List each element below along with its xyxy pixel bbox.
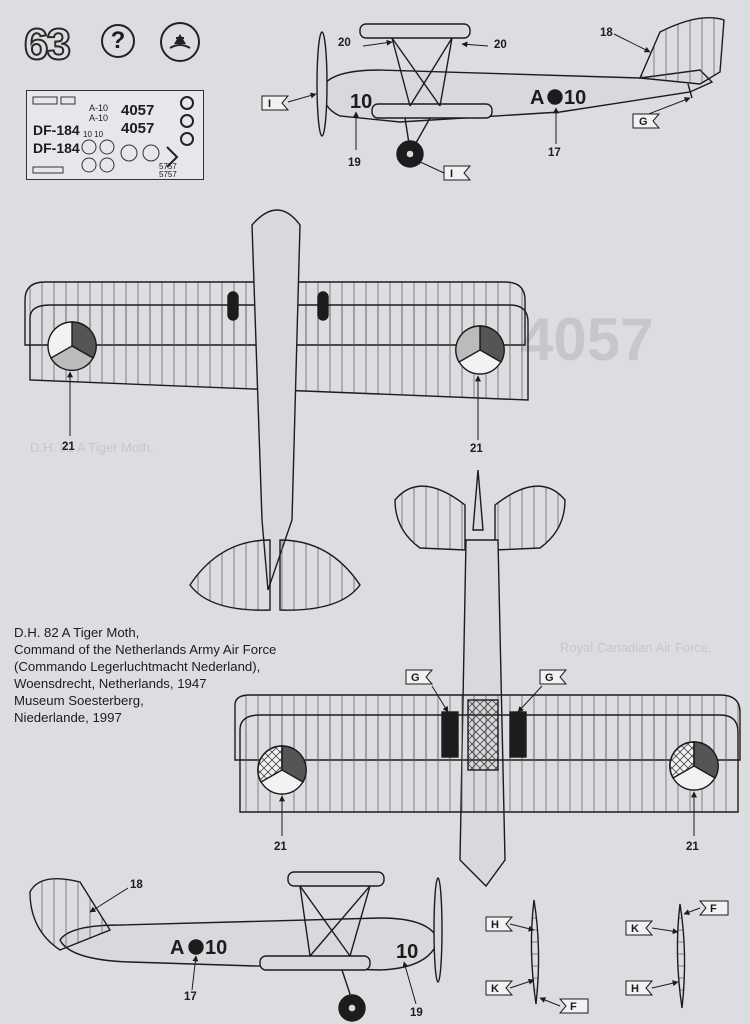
callout-20-left: 20 xyxy=(338,37,351,49)
flag-H-prop-left: H xyxy=(485,916,514,932)
color-flags: I G I G G H K xyxy=(261,95,729,1014)
callout-21-right: 21 xyxy=(470,443,483,455)
callout-19-bottom: 19 xyxy=(410,1007,423,1019)
side-view-bottom: A 10 10 xyxy=(29,871,443,1022)
caption-line-3: (Commando Legerluchtmacht Nederland), xyxy=(14,659,261,674)
callout-21-bottom-left: 21 xyxy=(274,841,287,853)
callout-17-top: 17 xyxy=(548,147,561,159)
svg-text:K: K xyxy=(631,923,639,935)
leader-lines xyxy=(67,33,701,1007)
callout-17-bottom: 17 xyxy=(184,991,197,1003)
bleed-through-text-1: D.H. 82 A Tiger Moth, xyxy=(30,440,154,455)
svg-text:H: H xyxy=(491,919,499,931)
flag-G-wing-left: G xyxy=(405,669,434,685)
decal-tiny-3: 5757 xyxy=(159,170,177,179)
callout-21-bottom-right: 21 xyxy=(686,841,699,853)
decal-number-1: 4057 xyxy=(121,102,154,119)
side-top-code-letter: A xyxy=(530,87,544,109)
decal-icon-graphic xyxy=(169,34,191,49)
svg-text:G: G xyxy=(639,116,648,128)
decal-sheet-thumbnail: DF-184 DF-184 A-10 A-10 4057 4057 10 10 … xyxy=(26,90,204,180)
question-mark-icon: ? xyxy=(101,24,135,58)
decal-water-slide-icon xyxy=(160,22,200,62)
decal-sheet-graphic: DF-184 DF-184 A-10 A-10 4057 4057 10 10 … xyxy=(32,96,194,179)
callout-18-top: 18 xyxy=(600,27,613,39)
callout-18-bottom: 18 xyxy=(130,879,143,891)
flag-G-tail: G xyxy=(632,113,661,129)
callout-19-top: 19 xyxy=(348,157,361,169)
flag-I-wheel: I xyxy=(443,165,472,181)
flag-F-prop-right: F xyxy=(698,900,729,916)
bleed-through-number: 4057 xyxy=(520,306,654,373)
svg-text:F: F xyxy=(570,1001,577,1013)
svg-text:I: I xyxy=(450,168,453,180)
flag-I-nose: I xyxy=(261,95,290,111)
plan-view-bottom xyxy=(234,469,741,888)
flag-F-prop-left: F xyxy=(558,998,589,1014)
decal-number-2: 4057 xyxy=(121,120,154,137)
callout-20-right: 20 xyxy=(494,39,507,51)
caption-line-1: D.H. 82 A Tiger Moth, xyxy=(14,625,140,640)
flag-K-prop-right: K xyxy=(625,920,654,936)
svg-text:H: H xyxy=(631,983,639,995)
caption-line-6: Niederlande, 1997 xyxy=(14,710,122,725)
side-bottom-code-number: 10 xyxy=(205,937,227,959)
decal-tiny-1: 10 10 xyxy=(83,130,104,139)
decal-small-code-2: A-10 xyxy=(89,113,108,123)
decal-code-2: DF-184 xyxy=(33,140,80,156)
callout-21-left: 21 xyxy=(62,441,75,453)
svg-text:G: G xyxy=(411,672,420,684)
page-number: 63 xyxy=(23,19,72,70)
svg-text:K: K xyxy=(491,983,499,995)
svg-text:F: F xyxy=(710,903,717,915)
caption-line-5: Museum Soesterberg, xyxy=(14,693,144,708)
bleed-through-text-2: Royal Canadian Air Force, xyxy=(560,640,712,655)
svg-text:G: G xyxy=(545,672,554,684)
side-top-code-number: 10 xyxy=(564,87,586,109)
aircraft-caption: D.H. 82 A Tiger Moth, Command of the Net… xyxy=(14,624,344,726)
decal-small-code-1: A-10 xyxy=(89,103,108,113)
side-view-top: 10 A 10 xyxy=(316,17,725,168)
decal-code-1: DF-184 xyxy=(33,122,80,138)
caption-line-4: Woensdrecht, Netherlands, 1947 xyxy=(14,676,207,691)
side-bottom-code-letter: A xyxy=(170,937,184,959)
side-top-nose-number: 10 xyxy=(350,91,372,113)
svg-text:I: I xyxy=(268,98,271,110)
side-bottom-nose-number: 10 xyxy=(396,941,418,963)
flag-G-wing-right: G xyxy=(539,669,568,685)
plan-view-top xyxy=(24,209,529,611)
callout-numbers: 20 20 18 19 17 21 21 21 21 18 17 19 xyxy=(62,27,699,1019)
flag-K-prop-left: K xyxy=(485,980,514,996)
flag-H-prop-right: H xyxy=(625,980,654,996)
caption-line-2: Command of the Netherlands Army Air Forc… xyxy=(14,642,277,657)
propellers xyxy=(530,899,686,1009)
